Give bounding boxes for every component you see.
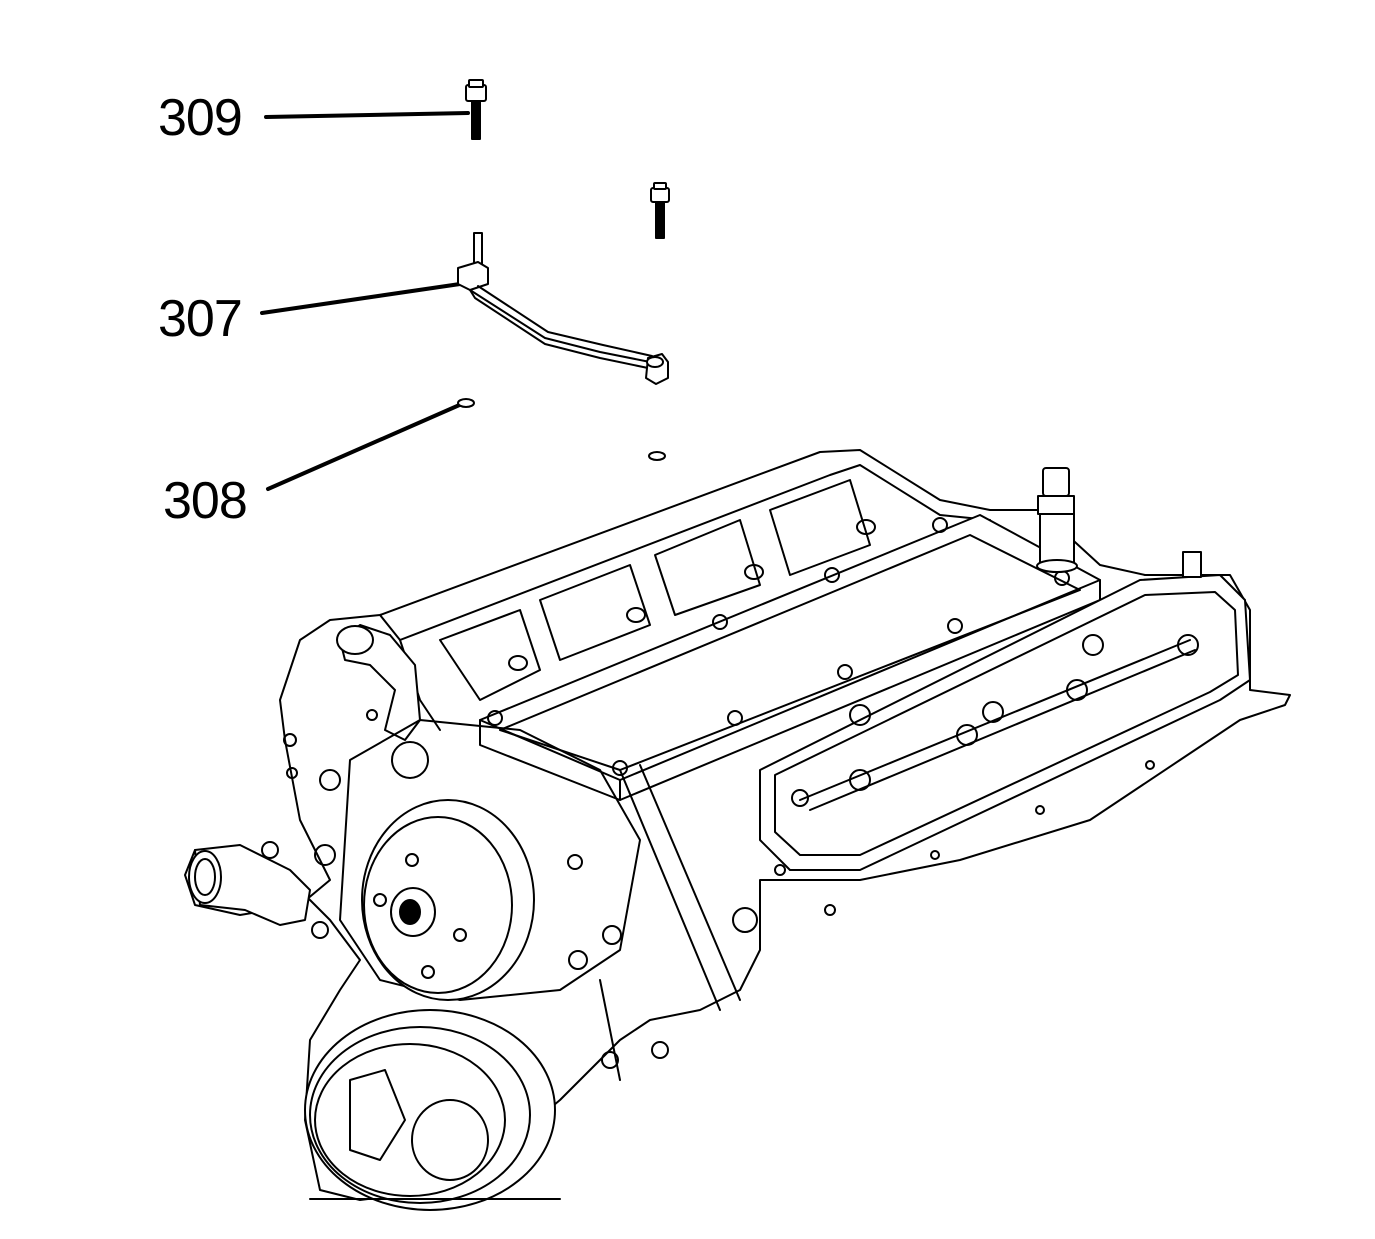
callout-307: 307 (158, 290, 243, 348)
callout-309: 309 (158, 89, 243, 147)
leader-line-308 (268, 403, 464, 489)
water-outlet (337, 625, 428, 778)
bolt-secondary (651, 183, 669, 238)
intake-ports (440, 480, 875, 700)
leader-line-307 (262, 284, 460, 313)
block-details (284, 710, 1154, 1080)
bolt-309 (466, 80, 486, 139)
valve-cover (760, 552, 1250, 870)
washer-secondary (649, 452, 665, 460)
leader-line-309 (266, 113, 468, 117)
callout-308: 308 (163, 472, 248, 530)
washer-308 (458, 399, 474, 407)
water-pump (315, 720, 640, 1000)
bracket-307 (458, 233, 668, 384)
oil-pressure-sensor (1037, 468, 1077, 572)
water-pump-pulley (362, 800, 534, 1000)
harmonic-balancer (305, 1010, 560, 1210)
valley-cover (480, 515, 1100, 800)
coolant-inlet (189, 842, 328, 938)
